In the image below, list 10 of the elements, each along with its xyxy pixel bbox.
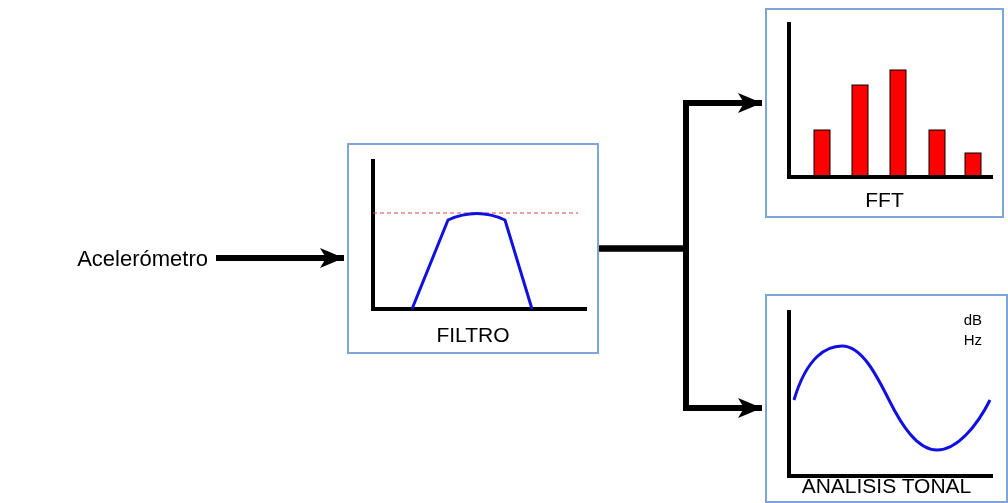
arrow [216,248,344,268]
process-box [765,8,1004,218]
box-title: ANALISIS TONAL [801,473,972,499]
process-box [347,143,599,354]
unit-label: dB [963,310,982,330]
arrow [599,245,762,418]
input-label: Acelerómetro [8,243,208,273]
box-title: FILTRO [436,322,510,348]
box-title: FFT [865,187,904,213]
unit-label: Hz [963,330,982,350]
